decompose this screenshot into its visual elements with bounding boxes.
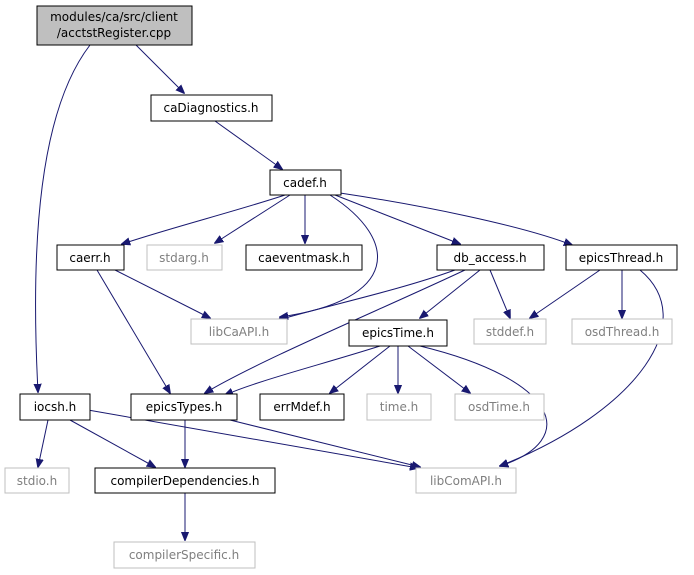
- node-stddef-label: stddef.h: [486, 325, 534, 339]
- node-caeventmask[interactable]: caeventmask.h: [245, 244, 363, 271]
- node-stdio[interactable]: stdio.h: [4, 467, 70, 494]
- node-libcomapi[interactable]: libComAPI.h: [415, 467, 517, 494]
- node-errmdef-label: errMdef.h: [273, 400, 330, 414]
- edge-epicstime-errmdef: [330, 345, 391, 393]
- node-db-access-label: db_access.h: [453, 251, 526, 265]
- node-root-line1: modules/ca/src/client: [50, 10, 178, 24]
- edge-epicstime-osdtime: [407, 345, 470, 393]
- node-osdtime-label: osdTime.h: [468, 400, 530, 414]
- node-cadiagnostics-label: caDiagnostics.h: [163, 101, 258, 115]
- edge-db-access-epicstime: [420, 269, 481, 318]
- edge-root-iocsh: [36, 44, 91, 392]
- edge-db-access-libcaapi: [278, 269, 456, 320]
- node-root[interactable]: modules/ca/src/client /acctstRegister.cp…: [36, 5, 193, 46]
- node-stdarg-label: stdarg.h: [159, 251, 209, 265]
- node-osdthread-label: osdThread.h: [585, 325, 660, 339]
- node-caerr[interactable]: caerr.h: [56, 244, 125, 271]
- edge-root-cadiagnostics: [135, 44, 184, 93]
- node-libcaapi[interactable]: libCaAPI.h: [190, 318, 288, 345]
- node-osdtime[interactable]: osdTime.h: [454, 393, 545, 421]
- node-epicsthread-label: epicsThread.h: [579, 251, 664, 265]
- node-stddef[interactable]: stddef.h: [473, 318, 547, 345]
- edge-cadiagnostics-cadef: [214, 120, 282, 169]
- node-caeventmask-label: caeventmask.h: [258, 251, 350, 265]
- node-db-access[interactable]: db_access.h: [436, 244, 545, 271]
- node-compilerspecific-label: compilerSpecific.h: [129, 548, 239, 562]
- edge-epicstime-epicstypes: [225, 345, 381, 395]
- node-compilerdependencies-label: compilerDependencies.h: [110, 474, 259, 488]
- node-iocsh[interactable]: iocsh.h: [19, 393, 91, 421]
- node-epicstime-label: epicsTime.h: [362, 326, 434, 340]
- edge-cadef-epicsthread: [339, 192, 572, 245]
- node-caerr-label: caerr.h: [69, 251, 110, 265]
- edge-iocsh-stdio: [38, 419, 49, 467]
- node-root-line2: /acctstRegister.cpp: [57, 26, 171, 40]
- edge-cadef-caerr: [122, 194, 286, 244]
- node-cadef-label: cadef.h: [283, 176, 327, 190]
- edge-epicstypes-libcomapi: [229, 419, 420, 467]
- node-cadef[interactable]: cadef.h: [269, 169, 342, 196]
- node-osdthread[interactable]: osdThread.h: [571, 318, 673, 345]
- edge-iocsh-compilerdependencies: [69, 419, 155, 467]
- node-compilerspecific[interactable]: compilerSpecific.h: [113, 541, 256, 569]
- node-errmdef[interactable]: errMdef.h: [259, 393, 345, 421]
- node-libcomapi-label: libComAPI.h: [430, 474, 502, 488]
- edge-epicsthread-libcomapi: [500, 269, 664, 466]
- node-iocsh-label: iocsh.h: [34, 400, 77, 414]
- node-compilerdependencies[interactable]: compilerDependencies.h: [94, 467, 276, 494]
- edge-db-access-epicstypes: [205, 269, 466, 393]
- node-stdio-label: stdio.h: [17, 474, 57, 488]
- edge-cadef-stdarg: [215, 194, 291, 243]
- edge-epicsthread-stddef: [530, 269, 601, 318]
- node-libcaapi-label: libCaAPI.h: [209, 325, 269, 339]
- edge-caerr-epicstypes: [96, 269, 170, 393]
- edge-caerr-libcaapi: [114, 269, 210, 318]
- node-epicstime[interactable]: epicsTime.h: [348, 319, 448, 347]
- edge-cadef-db-access: [334, 194, 460, 244]
- edge-db-access-stddef: [489, 269, 510, 318]
- node-stdarg[interactable]: stdarg.h: [146, 244, 223, 271]
- node-time-label: time.h: [380, 400, 419, 414]
- node-epicsthread[interactable]: epicsThread.h: [565, 244, 678, 271]
- node-epicstypes[interactable]: epicsTypes.h: [130, 393, 238, 421]
- node-cadiagnostics[interactable]: caDiagnostics.h: [150, 94, 273, 122]
- node-time[interactable]: time.h: [366, 393, 432, 421]
- node-epicstypes-label: epicsTypes.h: [146, 400, 222, 414]
